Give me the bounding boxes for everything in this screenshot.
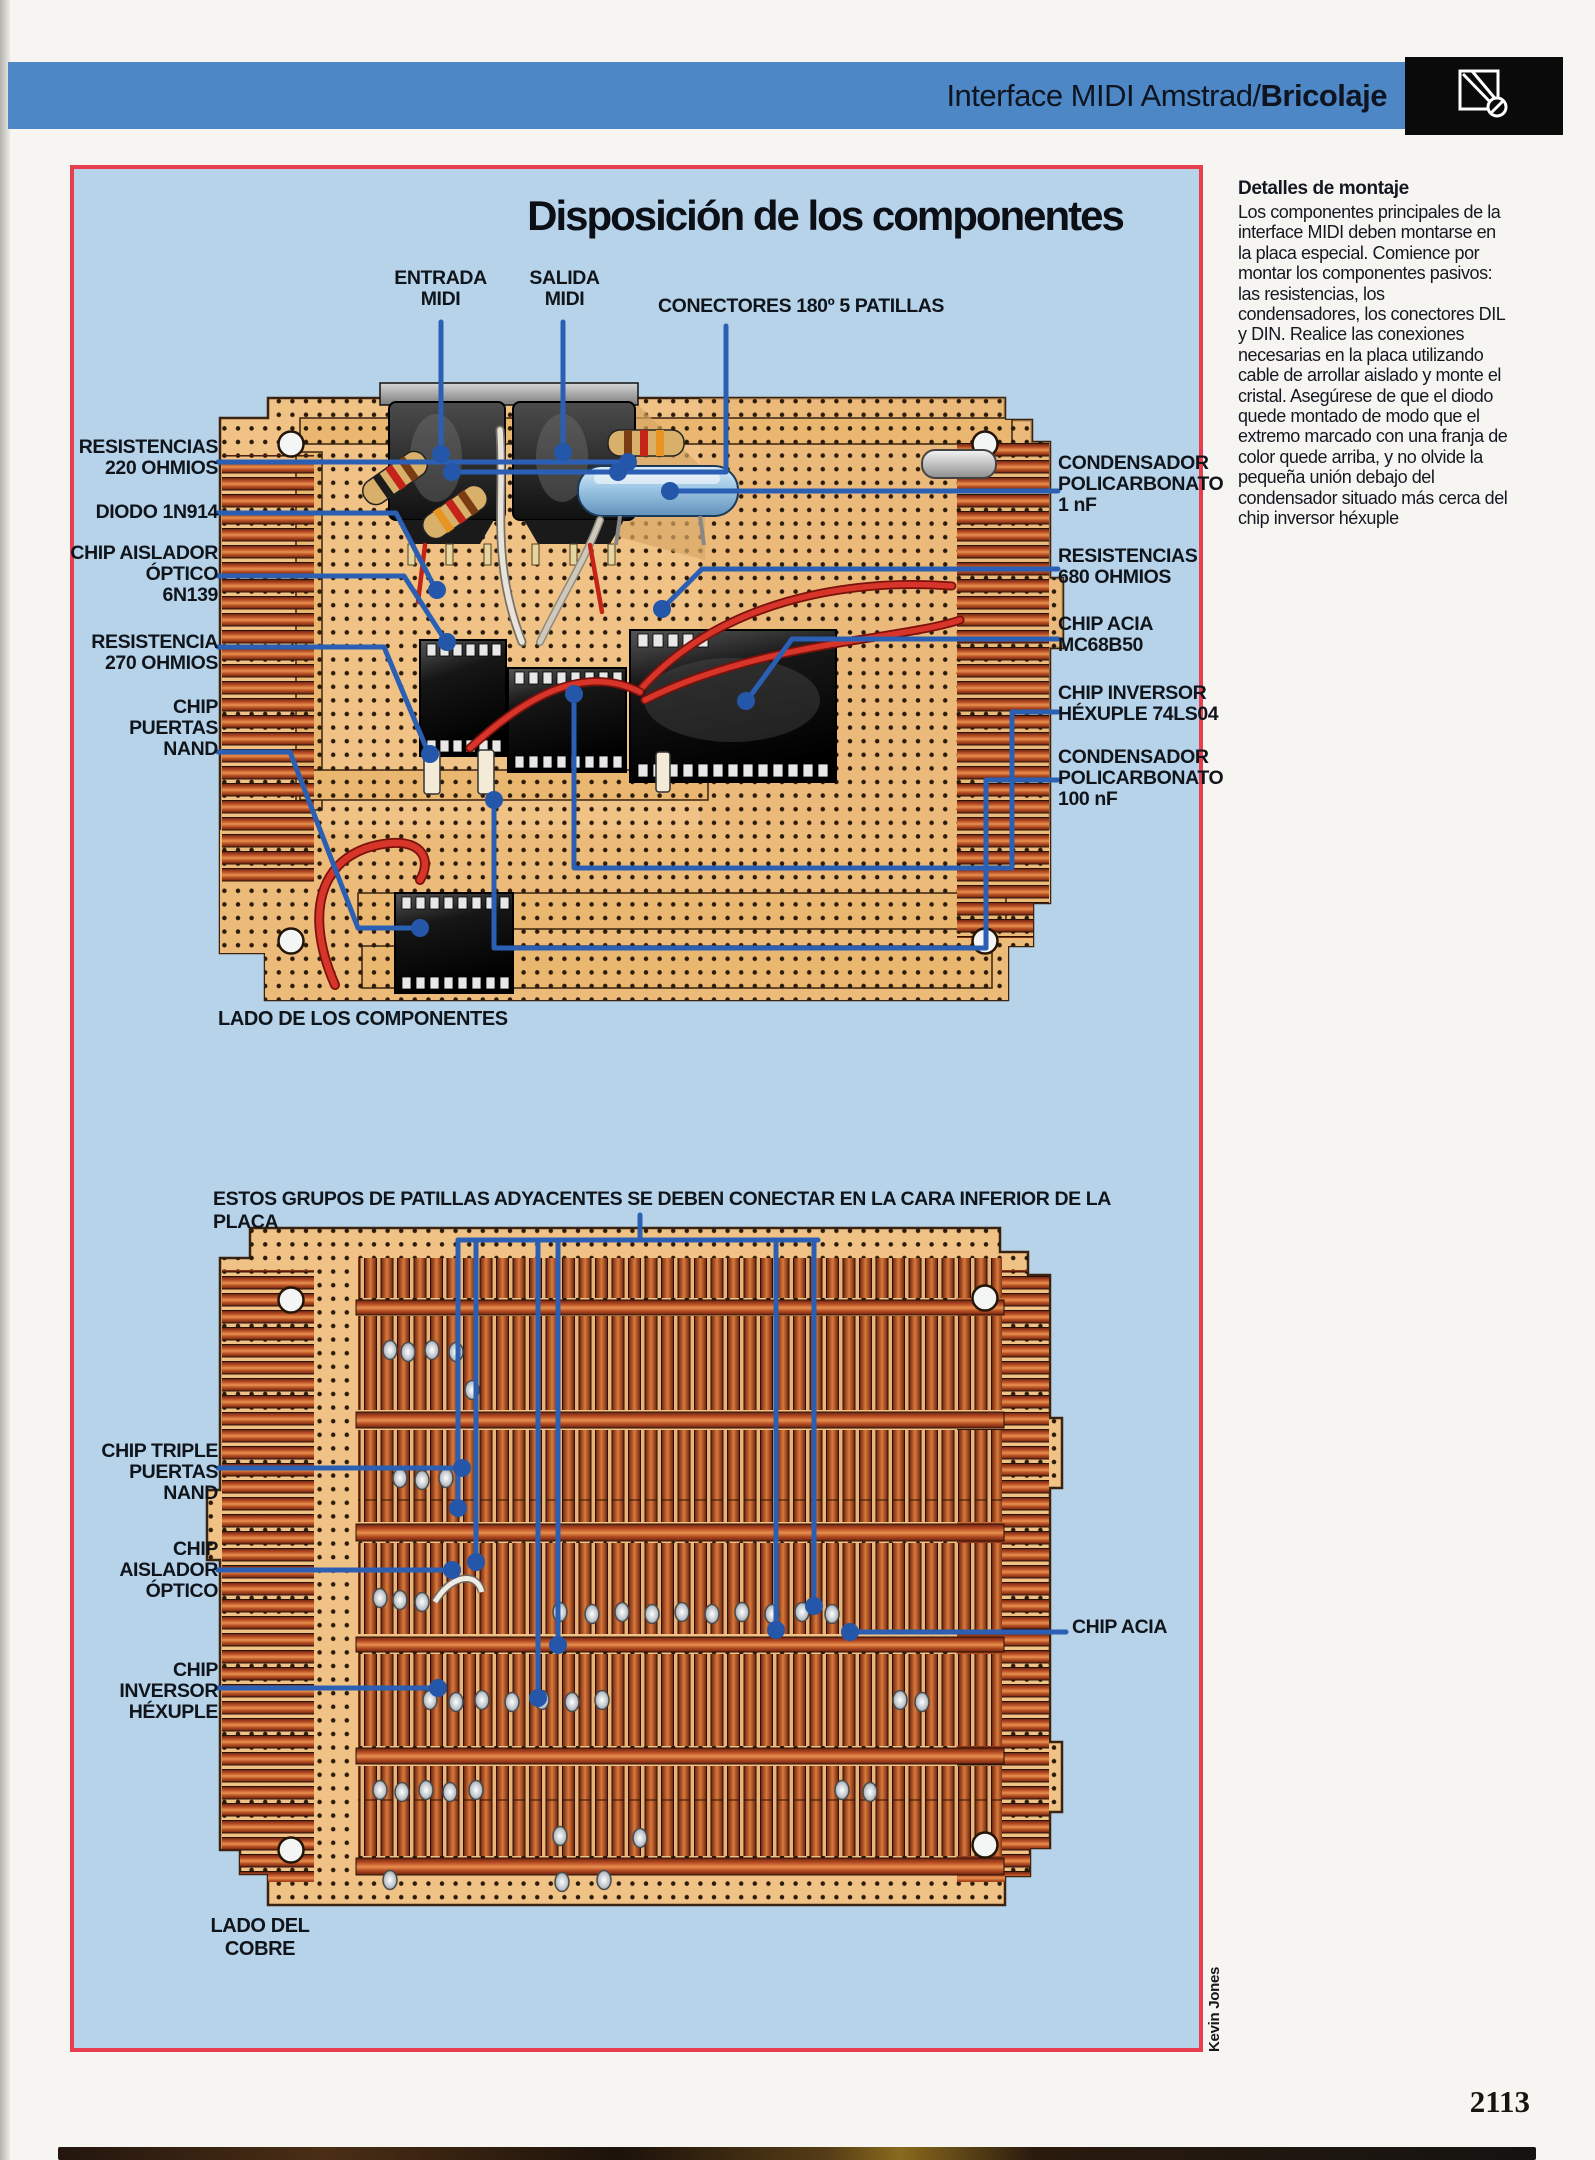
caption-copper-side: LADO DEL COBRE [210,1915,310,1960]
section-icon-box [1405,57,1563,135]
label-salida-midi: SALIDA MIDI [529,267,600,310]
section-header-bar: Interface MIDI Amstrad/Bricolaje [8,62,1405,129]
label-resistencia-270: RESISTENCIA 270 OHMIOS [91,631,218,674]
label-chip-puertas-nand: CHIP PUERTAS NAND [129,696,218,760]
label-chip-aislador-optico: CHIP AISLADOR ÓPTICO 6N139 [70,542,218,606]
label-resistencias-220: RESISTENCIAS 220 OHMIOS [78,436,219,479]
label-entrada-midi: ENTRADA MIDI [394,267,487,310]
figure-title: Disposición de los componentes [527,192,1125,239]
label-conectores-din: CONECTORES 180º 5 PATILLAS [658,295,945,317]
label-condensador-1nf: CONDENSADOR POLICARBONATO 1 nF [1058,452,1224,516]
section-title-regular: Interface MIDI Amstrad/ [946,78,1261,113]
label-chip-acia: CHIP ACIA [1072,1616,1167,1638]
page-number: 2113 [1469,2084,1530,2119]
illustrator-credit: Kevin Jones [1206,1966,1223,2052]
label-chip-aislador-optico-2: CHIP AISLADOR ÓPTICO [119,1538,218,1602]
figure-panel [70,165,1203,2052]
label-chip-inversor-74ls04: CHIP INVERSOR HÉXUPLE 74LS04 [1058,682,1219,725]
label-diodo-1n914: DIODO 1N914 [95,501,219,523]
section-title-bold: Bricolaje [1260,78,1388,113]
label-resistencias-680: RESISTENCIAS 680 OHMIOS [1058,545,1198,588]
page-bottom-edge [58,2147,1536,2160]
label-chip-triple-nand: CHIP TRIPLE PUERTAS NAND [101,1440,218,1504]
caption-component-side: LADO DE LOS COMPONENTES [218,1008,508,1030]
label-condensador-100nf: CONDENSADOR POLICARBONATO 100 nF [1058,746,1224,810]
label-chip-acia-mc68b50: CHIP ACIA MC68B50 [1058,613,1153,656]
page-scan-edge [0,0,10,2160]
connection-note: ESTOS GRUPOS DE PATILLAS ADYACENTES SE D… [213,1188,1111,1233]
sidebar-heading: Detalles de montaje [1238,178,1409,199]
drafting-tool-icon [1458,69,1508,118]
sidebar-body: Los componentes principales de la interf… [1238,202,1508,529]
sidebar-notes: Detalles de montaje Los componentes prin… [1238,178,1510,529]
label-chip-inversor-hexuple: CHIP INVERSOR HÉXUPLE [119,1659,218,1723]
